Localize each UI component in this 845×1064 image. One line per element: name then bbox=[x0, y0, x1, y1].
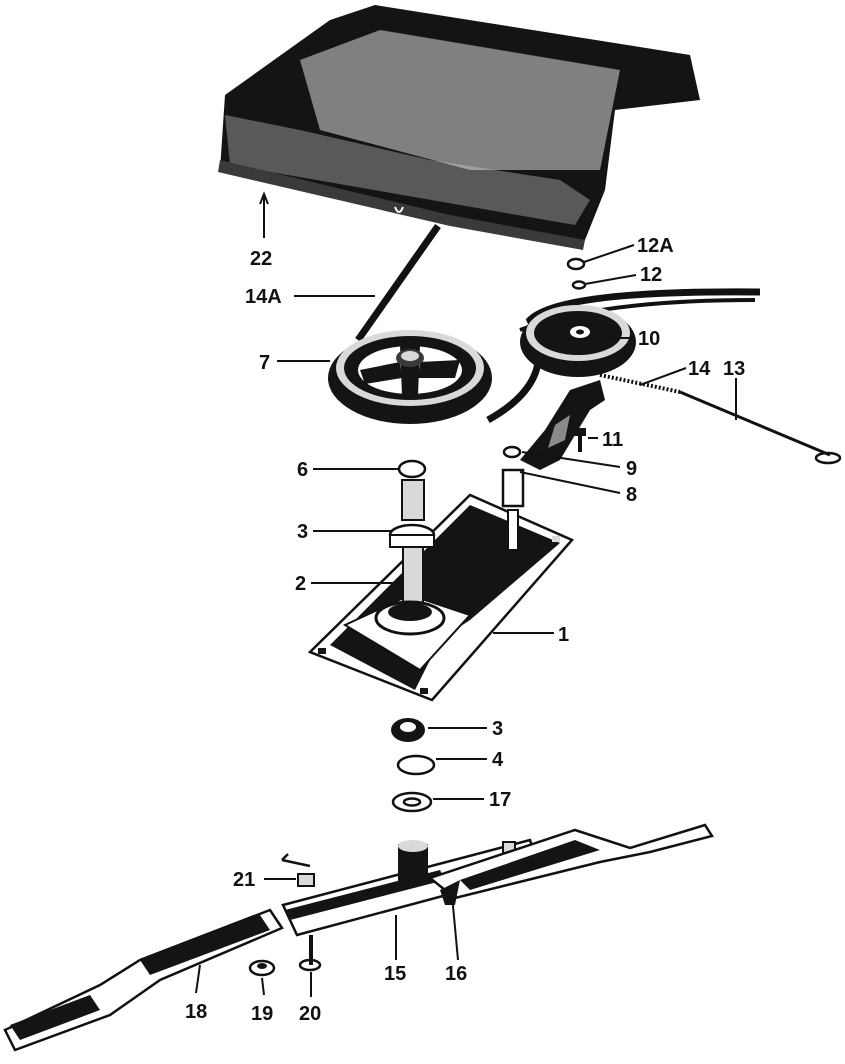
callout-12a: 12A bbox=[637, 235, 674, 257]
callout-3-lower: 3 bbox=[492, 718, 503, 740]
callout-11: 11 bbox=[602, 429, 623, 451]
callout-21: 21 bbox=[233, 869, 255, 891]
callout-4: 4 bbox=[492, 749, 504, 771]
callout-18: 18 bbox=[185, 1001, 207, 1023]
callout-labels: 22 12A 12 14A 10 7 14 13 11 6 9 8 3 2 1 … bbox=[185, 235, 745, 1025]
callout-10: 10 bbox=[638, 328, 660, 350]
large-pulley bbox=[328, 330, 492, 424]
callout-12: 12 bbox=[640, 264, 662, 286]
callout-16: 16 bbox=[445, 963, 467, 985]
callout-13: 13 bbox=[723, 358, 745, 380]
blade-left-half bbox=[3, 908, 284, 1052]
callout-6: 6 bbox=[297, 459, 308, 481]
callout-20: 20 bbox=[299, 1003, 321, 1025]
idler-bracket bbox=[520, 380, 605, 470]
callout-14a: 14A bbox=[245, 286, 282, 308]
clip-12 bbox=[571, 280, 587, 290]
lower-bearing bbox=[391, 718, 425, 742]
mounting-plate bbox=[307, 493, 575, 702]
callout-22: 22 bbox=[250, 248, 272, 270]
cotter-pin-21 bbox=[281, 853, 315, 887]
belt-guard-cover bbox=[218, 5, 700, 250]
callout-3-upper: 3 bbox=[297, 521, 308, 543]
idler-pulley bbox=[520, 305, 636, 377]
leader-lines bbox=[195, 191, 737, 997]
washer-12a bbox=[566, 257, 586, 271]
control-rod bbox=[679, 390, 842, 465]
bolt-11 bbox=[574, 428, 586, 452]
callout-19: 19 bbox=[251, 1003, 273, 1025]
callout-7: 7 bbox=[259, 352, 270, 374]
bolt-20 bbox=[298, 935, 322, 972]
spindle-cap-6 bbox=[397, 459, 427, 479]
callout-1: 1 bbox=[558, 624, 569, 646]
washer-17 bbox=[391, 791, 433, 813]
callout-14: 14 bbox=[688, 358, 711, 380]
idler-post bbox=[501, 468, 525, 551]
tension-spring bbox=[599, 373, 681, 394]
callout-2: 2 bbox=[295, 573, 306, 595]
lock-pin-16 bbox=[440, 880, 460, 905]
snap-ring bbox=[396, 754, 436, 776]
callout-9: 9 bbox=[626, 458, 637, 480]
spindle-shaft bbox=[374, 479, 446, 636]
washer-9 bbox=[502, 445, 522, 459]
callout-17: 17 bbox=[489, 789, 511, 811]
callout-8: 8 bbox=[626, 484, 637, 506]
nut-19 bbox=[248, 959, 276, 977]
callout-15: 15 bbox=[384, 963, 406, 985]
blade-right-half bbox=[427, 823, 714, 900]
